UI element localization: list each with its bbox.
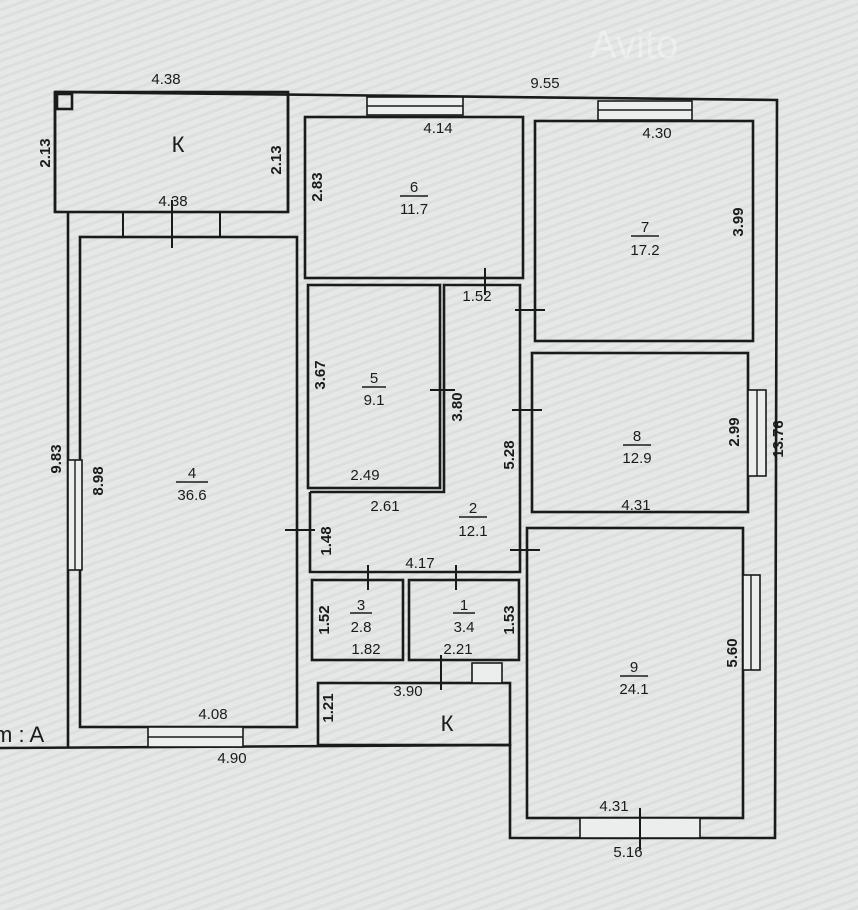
room-9-number: 9 bbox=[630, 659, 638, 676]
dim-top-left: 4.38 bbox=[151, 71, 180, 88]
dim-bottom-left: 4.90 bbox=[217, 750, 246, 767]
room-4-area: 36.6 bbox=[177, 487, 206, 504]
dim-r5-bottom: 2.49 bbox=[350, 467, 379, 484]
room-6-outline bbox=[303, 115, 525, 280]
dim-k2-top: 3.90 bbox=[393, 683, 422, 700]
axis-label: m : A bbox=[0, 722, 44, 747]
room-5-area: 9.1 bbox=[364, 392, 385, 409]
dim-left-total: 9.83 bbox=[48, 444, 65, 473]
dim-r6-top: 4.14 bbox=[423, 120, 452, 137]
dim-r7-right: 3.99 bbox=[730, 207, 747, 236]
room-k2-outline bbox=[316, 681, 512, 747]
steps bbox=[471, 662, 503, 684]
dim-r5-left: 3.67 bbox=[312, 360, 329, 389]
dim-hall-width: 2.61 bbox=[370, 498, 399, 515]
dim-r3-left: 1.52 bbox=[316, 605, 333, 634]
room-8-number: 8 bbox=[633, 428, 641, 445]
room-2-number: 2 bbox=[469, 500, 477, 517]
room-6-number: 6 bbox=[410, 179, 418, 196]
room-k2-label: К bbox=[441, 711, 454, 736]
dim-r1-bottom: 2.21 bbox=[443, 641, 472, 658]
dim-hall-height: 1.48 bbox=[318, 526, 335, 555]
room-9-area: 24.1 bbox=[619, 681, 648, 698]
dim-hall-bottom: 4.17 bbox=[405, 555, 434, 572]
room-2-outline bbox=[308, 283, 522, 574]
room-1-number: 1 bbox=[460, 597, 468, 614]
doors bbox=[122, 200, 641, 850]
room-k1-label: К bbox=[172, 132, 185, 157]
dim-r7-top: 4.30 bbox=[642, 125, 671, 142]
room-7-outline bbox=[533, 119, 755, 343]
room-2-area: 12.1 bbox=[458, 523, 487, 540]
dim-r9-right: 5.60 bbox=[724, 638, 741, 667]
watermark: Avito bbox=[590, 23, 678, 67]
dim-r6-left: 2.83 bbox=[309, 172, 326, 201]
room-4-number: 4 bbox=[188, 465, 196, 482]
dimensions: 4.38 9.55 4.38 4.14 4.30 1.52 2.49 2.61 … bbox=[37, 71, 787, 861]
room-labels: К К 6 11.7 7 17.2 5 9.1 4 36.6 8 12.9 2 … bbox=[172, 132, 660, 736]
dim-hall-right: 3.80 bbox=[449, 392, 466, 421]
dim-hall-top: 1.52 bbox=[462, 288, 491, 305]
room-5-outline bbox=[306, 283, 442, 490]
room-7-number: 7 bbox=[641, 219, 649, 236]
dim-r1-right: 1.53 bbox=[501, 605, 518, 634]
dim-r4-left: 8.98 bbox=[90, 466, 107, 495]
dim-r8-bottom: 4.31 bbox=[621, 497, 650, 514]
room-5-number: 5 bbox=[370, 370, 378, 387]
dim-right-total: 13.76 bbox=[770, 420, 787, 458]
dim-bottom-right: 5.16 bbox=[613, 844, 642, 861]
dim-k2-left: 1.21 bbox=[320, 693, 337, 722]
room-3-outline bbox=[310, 578, 405, 662]
dim-r9-bottom: 4.31 bbox=[599, 798, 628, 815]
room-3-area: 2.8 bbox=[351, 619, 372, 636]
dim-k-right: 2.13 bbox=[268, 145, 285, 174]
room-8-area: 12.9 bbox=[622, 450, 651, 467]
dim-hall-length: 5.28 bbox=[501, 440, 518, 469]
dim-r3-bottom: 1.82 bbox=[351, 641, 380, 658]
dim-r4-bottom: 4.08 bbox=[198, 706, 227, 723]
room-7-area: 17.2 bbox=[630, 242, 659, 259]
room-1-area: 3.4 bbox=[454, 619, 475, 636]
dim-top-total: 9.55 bbox=[530, 75, 559, 92]
dim-k-left: 2.13 bbox=[37, 138, 54, 167]
room-6-area: 11.7 bbox=[400, 201, 428, 218]
room-1-outline bbox=[407, 578, 521, 662]
room-3-number: 3 bbox=[357, 597, 365, 614]
dim-r8-right: 2.99 bbox=[726, 417, 743, 446]
dim-k-bottom: 4.38 bbox=[158, 193, 187, 210]
